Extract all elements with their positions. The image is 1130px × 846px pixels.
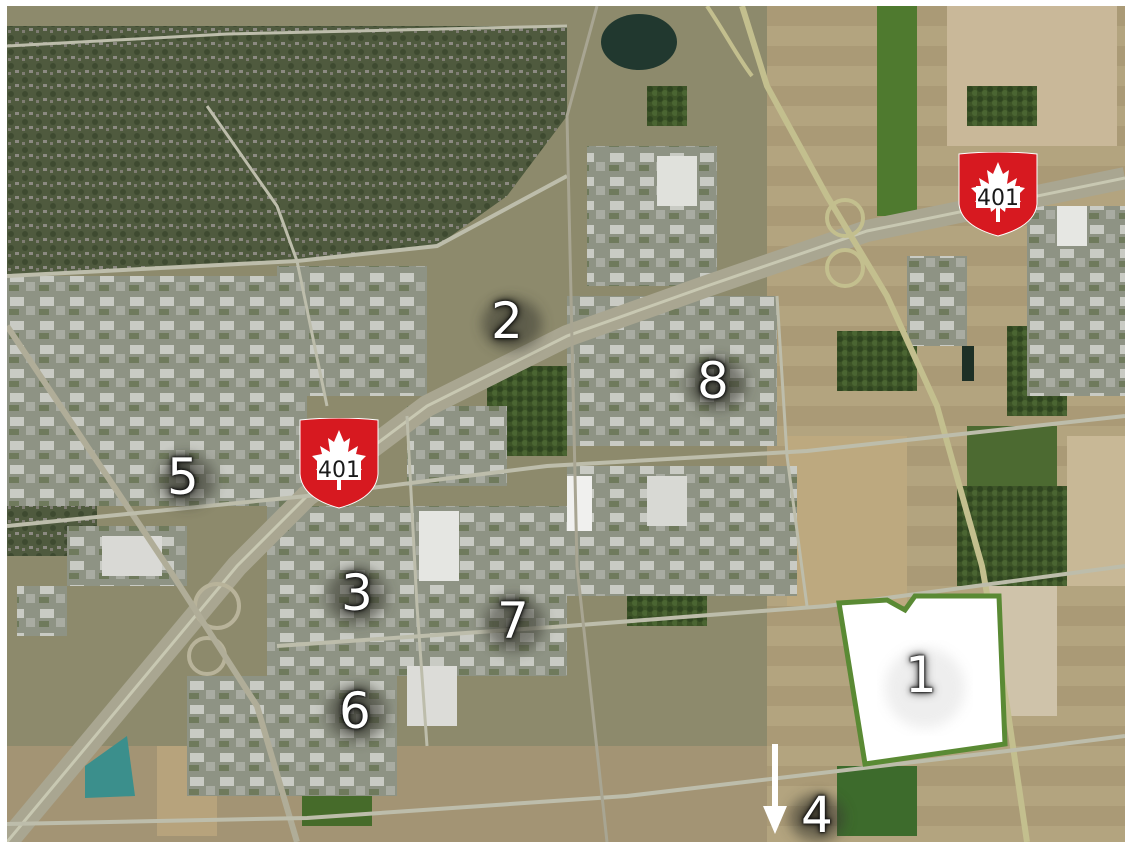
shield-route-number: 401 bbox=[977, 186, 1019, 211]
shield-route-number: 401 bbox=[318, 458, 360, 483]
aerial-map[interactable]: 401 401 1 2 3 4 5 6 7 8 bbox=[7, 6, 1125, 842]
site-label-6[interactable]: 6 bbox=[339, 682, 371, 740]
site-label-8[interactable]: 8 bbox=[697, 352, 729, 410]
down-arrow-icon bbox=[763, 744, 787, 834]
highway-401-shield-east: 401 bbox=[958, 152, 1038, 237]
site-label-7[interactable]: 7 bbox=[497, 592, 529, 650]
site-label-4[interactable]: 4 bbox=[801, 786, 833, 842]
aerial-imagery bbox=[7, 6, 1125, 842]
site-label-5[interactable]: 5 bbox=[167, 448, 199, 506]
site-label-3[interactable]: 3 bbox=[341, 564, 373, 622]
highway-401-shield: 401 bbox=[299, 418, 379, 509]
site-label-2[interactable]: 2 bbox=[491, 292, 523, 350]
site-label-1[interactable]: 1 bbox=[905, 646, 937, 704]
